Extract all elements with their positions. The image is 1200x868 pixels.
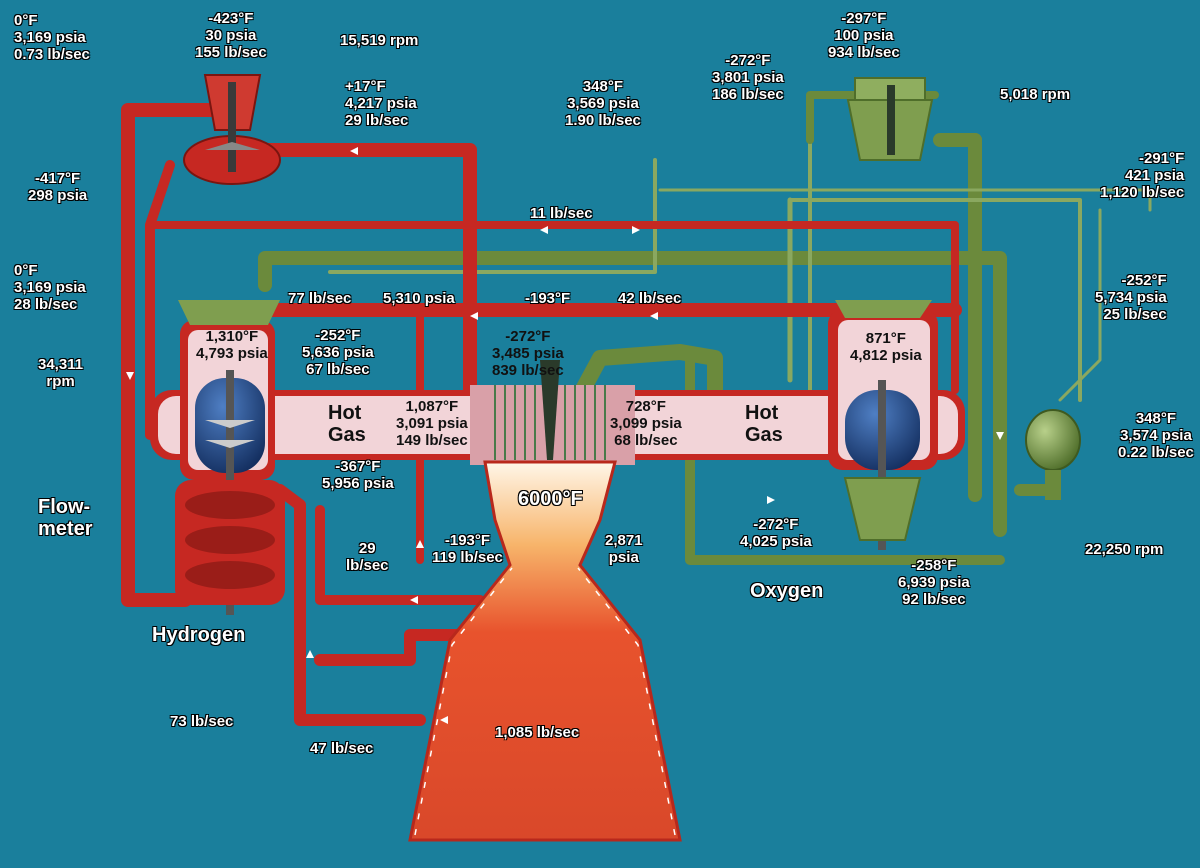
oxygen-piping (265, 95, 1150, 560)
hydrogen-feed-left (280, 490, 320, 720)
flow-42-label: 42 lb/sec (618, 290, 681, 307)
oxygen-label: Oxygen (750, 580, 823, 602)
flow-47-label: 47 lb/sec (310, 740, 373, 757)
oxygen-boost-rpm-label: 5,018 rpm (1000, 86, 1070, 103)
nozzle-bell (410, 462, 680, 840)
main-chamber-nozzle (410, 462, 680, 840)
oxygen-pump-rpm-label: 22,250 rpm (1085, 541, 1163, 558)
hydrogen-boost-pump (184, 75, 280, 184)
temp-193-label: -193°F (525, 290, 570, 307)
total-flow-label: 1,085 lb/sec (495, 724, 579, 741)
flowmeter-label: Flow-meter (38, 496, 92, 540)
hydrogen-label: Hydrogen (152, 624, 245, 646)
flow-73-label: 73 lb/sec (170, 713, 233, 730)
flow-11-label: 11 lb/sec (530, 205, 593, 222)
oxygen-boost-pump (848, 78, 932, 160)
chamber-temperature-label: 6000°F (518, 488, 583, 510)
flow-77-label: 77 lb/sec (288, 290, 351, 307)
psia-5310-label: 5,310 psia (383, 290, 455, 307)
hydrogen-boost-rpm-label: 15,519 rpm (340, 32, 418, 49)
